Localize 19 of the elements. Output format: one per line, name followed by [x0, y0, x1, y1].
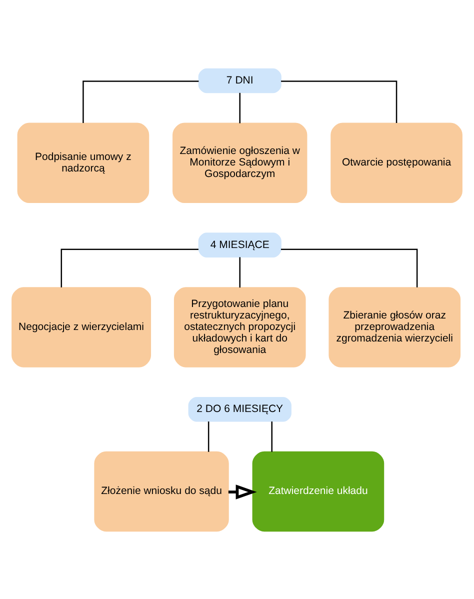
- node-box: 2 DO 6 MIESIĘCY: [188, 396, 292, 422]
- connector: [60, 248, 198, 287]
- node-box: Podpisanie umowy z nadzorcą: [17, 122, 150, 203]
- node-box: Przygotowanie planu restrukturyzacyjnego, ostatecznych propozycji układowych i kart do głosowania: [174, 286, 306, 367]
- node-box: 4 MIESIĄCE: [198, 232, 282, 257]
- node-box: Zamówienie ogłoszenia w Monitorze Sądowym i Gospodarczym: [172, 122, 308, 203]
- node-box: Zatwierdzenie układu: [252, 450, 384, 532]
- node-box: Otwarcie postępowania: [330, 122, 462, 203]
- node-box: Zbieranie głosów oraz przeprowadzenia zgromadzenia wierzycieli: [328, 286, 461, 367]
- connector: [239, 256, 240, 288]
- connector: [82, 80, 199, 123]
- connector: [280, 248, 418, 287]
- connector: [208, 421, 210, 452]
- connector: [239, 92, 240, 123]
- node-box: Negocjacje z wierzycielami: [12, 286, 152, 367]
- connector: [271, 421, 272, 452]
- node-box: 7 DNI: [198, 68, 282, 93]
- connector: [281, 80, 398, 123]
- node-box: Złożenie wniosku do sądu: [94, 450, 229, 532]
